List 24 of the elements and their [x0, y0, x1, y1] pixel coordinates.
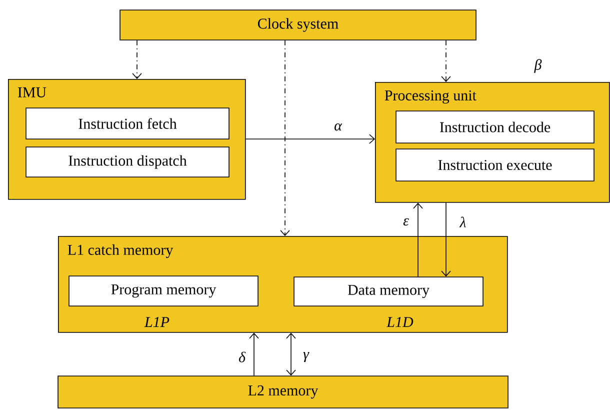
block-box: Clock system	[120, 10, 476, 40]
block-box: L2 memory	[58, 376, 508, 408]
memory-box: Program memory	[68, 276, 258, 306]
arrow	[249, 332, 259, 376]
edge-label: γ	[303, 352, 310, 362]
memory-box: Instruction execute	[396, 148, 594, 182]
block-label: L1P	[144, 317, 170, 327]
memory-box: Instruction decode	[396, 110, 594, 144]
memory-box: Instruction fetch	[26, 108, 230, 140]
arrow	[280, 40, 290, 236]
edge-label: ε	[403, 218, 409, 226]
arrow	[413, 202, 423, 277]
edge-label: λ	[459, 216, 466, 228]
arrow	[441, 40, 451, 82]
block-label: β	[534, 59, 542, 73]
edge-label: δ	[238, 352, 246, 362]
arrow	[441, 202, 451, 277]
arrow	[245, 134, 375, 144]
memory-box: Instruction dispatch	[26, 146, 230, 178]
arrow	[132, 40, 142, 79]
block-label: L1D	[386, 317, 414, 327]
arrow	[286, 332, 296, 376]
memory-box: Data memory	[294, 276, 484, 306]
edge-label: α	[334, 123, 342, 131]
